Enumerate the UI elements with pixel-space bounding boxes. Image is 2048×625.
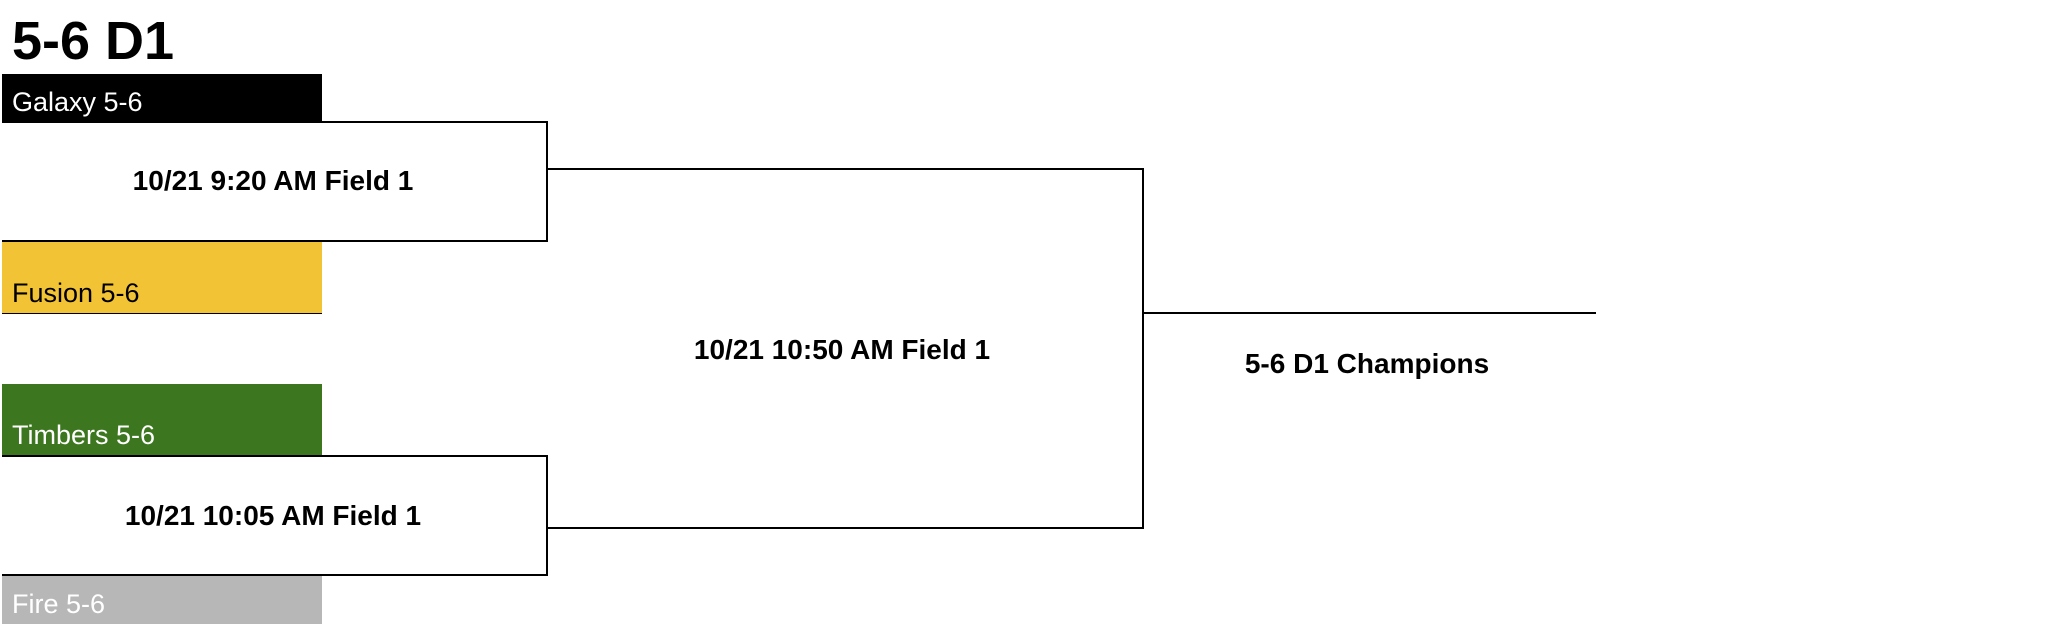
team-fire: Fire 5-6 <box>2 576 322 624</box>
team-timbers: Timbers 5-6 <box>2 384 322 455</box>
team-galaxy: Galaxy 5-6 <box>2 74 322 122</box>
final-match-bracket <box>547 168 1144 529</box>
match-2-label: 10/21 10:05 AM Field 1 <box>124 500 422 531</box>
match-2-box <box>2 455 548 576</box>
team-fusion: Fusion 5-6 <box>2 242 322 313</box>
champion-label: 5-6 D1 Champions <box>1244 348 1490 379</box>
bracket-title: 5-6 D1 <box>12 11 175 71</box>
match-1-box <box>2 121 548 242</box>
match-3-label: 10/21 10:50 AM Field 1 <box>693 334 991 365</box>
match-1-label: 10/21 9:20 AM Field 1 <box>132 165 414 196</box>
